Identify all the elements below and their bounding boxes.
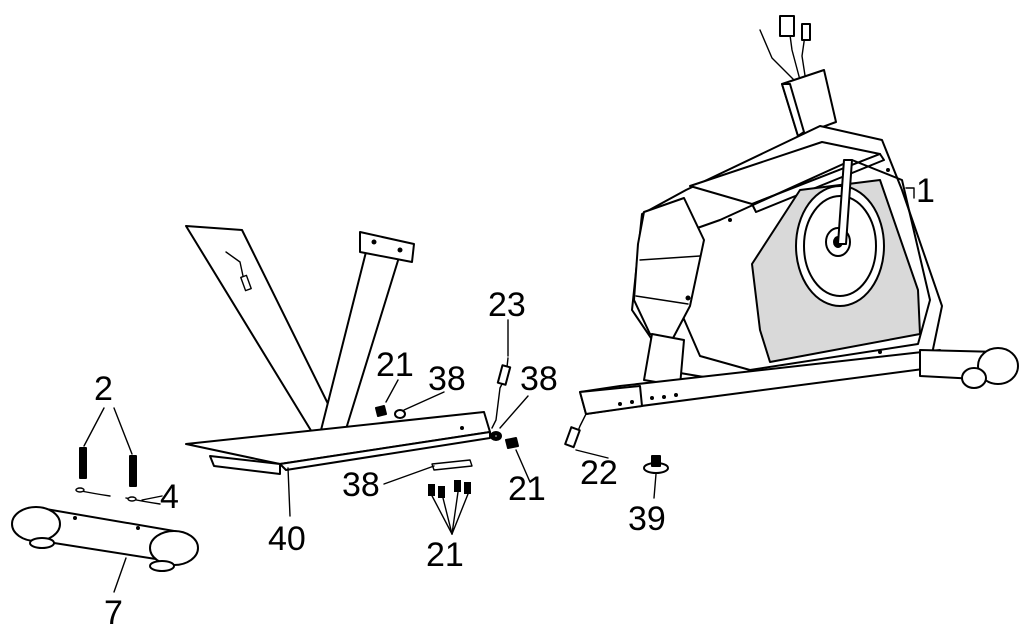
sensor-wire-upper — [491, 357, 512, 429]
callout-screw-group: 21 — [426, 536, 464, 574]
callout-screw-left: 21 — [376, 346, 414, 384]
callout-washer-right: 38 — [520, 360, 558, 398]
callout-washer-left: 38 — [428, 360, 466, 398]
leveler-foot — [643, 455, 669, 474]
rear-stabilizer — [11, 506, 199, 572]
callout-rear-stabilizer: 7 — [104, 594, 123, 632]
bolts — [79, 447, 137, 487]
main-frame — [564, 15, 1019, 449]
leader-lines — [83, 187, 915, 593]
fastener-set-right — [490, 431, 519, 449]
callout-curved-washer: 4 — [160, 478, 179, 516]
callout-frame: 1 — [916, 172, 935, 210]
callout-sensor-wire-lower: 22 — [580, 454, 618, 492]
callout-sensor-wire-upper: 23 — [488, 286, 526, 324]
callout-bolt: 2 — [94, 370, 113, 408]
callout-washer-group: 38 — [342, 466, 380, 504]
fastener-group — [428, 459, 473, 498]
curved-washers — [75, 487, 161, 505]
callout-labels: 1 2 4 7 21 38 23 38 21 38 21 40 22 39 — [94, 172, 935, 632]
callout-leveler: 39 — [628, 500, 666, 538]
callout-screw-right: 21 — [508, 470, 546, 508]
callout-seat-frame: 40 — [268, 520, 306, 558]
seat-frame — [185, 225, 491, 475]
fastener-set-left — [375, 405, 406, 419]
